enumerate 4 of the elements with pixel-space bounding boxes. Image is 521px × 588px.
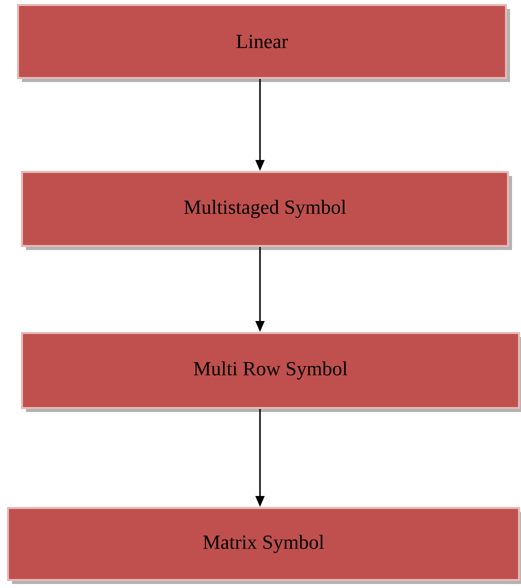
process-box: Multi Row Symbol — [21, 332, 521, 412]
process-box: Matrix Symbol — [7, 507, 521, 584]
process-box: Multistaged Symbol — [21, 171, 512, 250]
process-box: Linear — [17, 4, 510, 82]
